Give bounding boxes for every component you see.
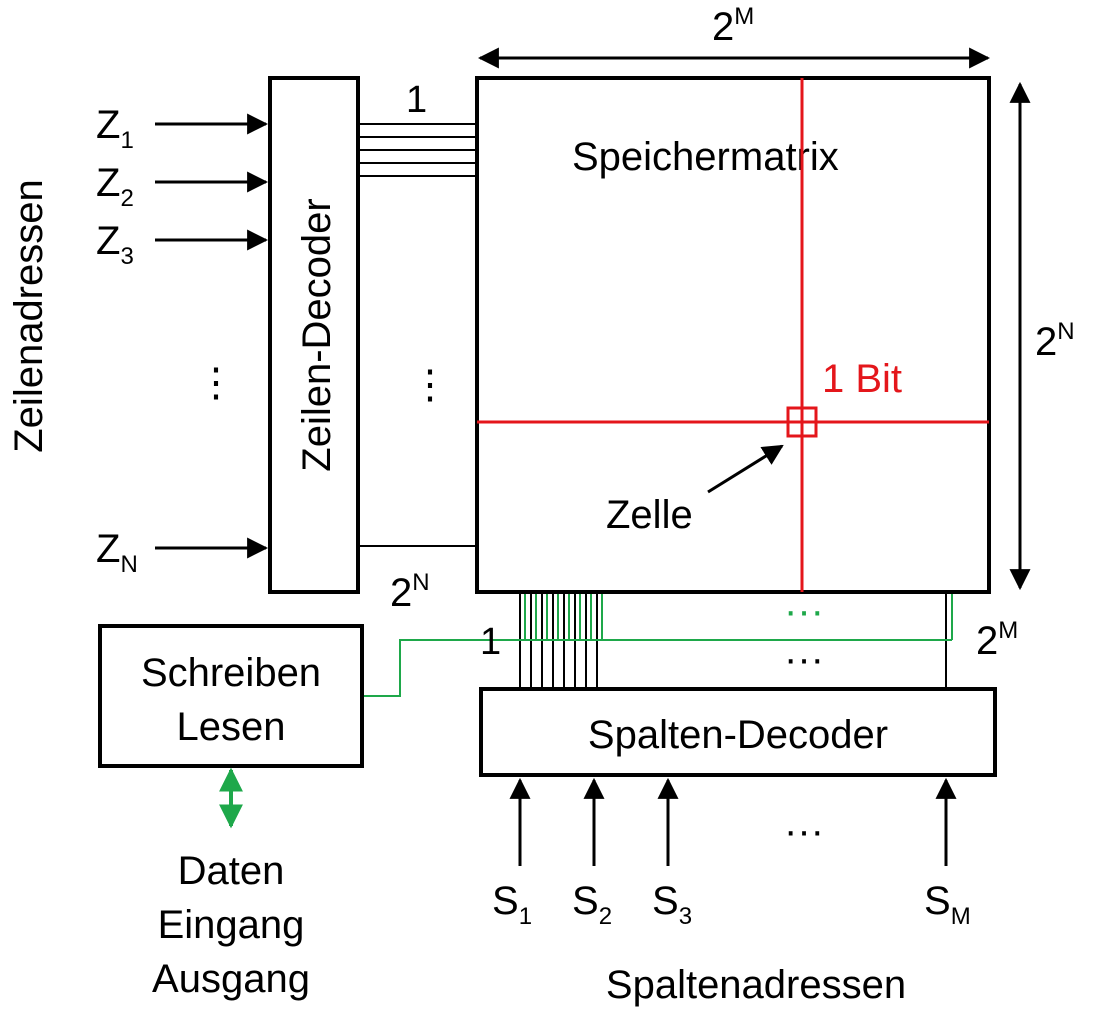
width-dimension-label: 2M	[712, 3, 754, 49]
column-input-s3: S3	[652, 879, 692, 930]
row-lines-count-label: 2N	[390, 569, 430, 615]
memory-matrix	[475, 76, 991, 594]
column-decoder	[479, 687, 997, 777]
column-input-arrows	[509, 777, 957, 866]
data-label-line3: Ausgang	[152, 957, 310, 1001]
row-decoder-label: Zeilen-Decoder	[295, 198, 339, 471]
cell-label: Zelle	[606, 493, 693, 537]
data-bus-lines	[364, 594, 953, 697]
read-write-label-line2: Lesen	[177, 705, 286, 749]
column-lines-ellipsis: ···	[784, 637, 824, 681]
data-label-line2: Eingang	[158, 903, 305, 947]
column-addresses-label: Spaltenadressen	[606, 963, 906, 1007]
row-input-zn: ZN	[96, 527, 138, 578]
column-decoder-label: Spalten-Decoder	[588, 713, 888, 757]
row-input-z3: Z3	[96, 219, 134, 270]
bit-label: 1 Bit	[822, 357, 902, 401]
row-decoder	[268, 76, 360, 594]
row-lines-ellipsis: ⋮	[410, 363, 450, 407]
column-line-first-label: 1	[480, 621, 501, 663]
column-input-s2: S2	[572, 879, 612, 930]
height-dimension-label: 2N	[1035, 318, 1075, 364]
row-input-z1: Z1	[96, 103, 134, 154]
row-line-first-label: 1	[406, 79, 427, 121]
column-input-ellipsis: ···	[784, 809, 824, 853]
row-input-arrows	[155, 113, 269, 559]
column-lines-count-label: 2M	[976, 617, 1018, 663]
row-addresses-label: Zeilenadressen	[7, 179, 51, 453]
row-lines	[358, 123, 477, 547]
memory-matrix-label: Speichermatrix	[572, 135, 839, 179]
column-input-s1: S1	[492, 879, 532, 930]
row-input-ellipsis: ⋮	[196, 361, 236, 405]
data-bus-ellipsis: ···	[784, 589, 824, 633]
cell-pointer-arrow	[707, 444, 784, 494]
read-write-unit	[98, 624, 364, 768]
data-label-line1: Daten	[178, 849, 285, 893]
row-input-z2: Z2	[96, 161, 134, 212]
read-write-label-line1: Schreiben	[141, 651, 321, 695]
column-input-sm: SM	[924, 879, 971, 930]
